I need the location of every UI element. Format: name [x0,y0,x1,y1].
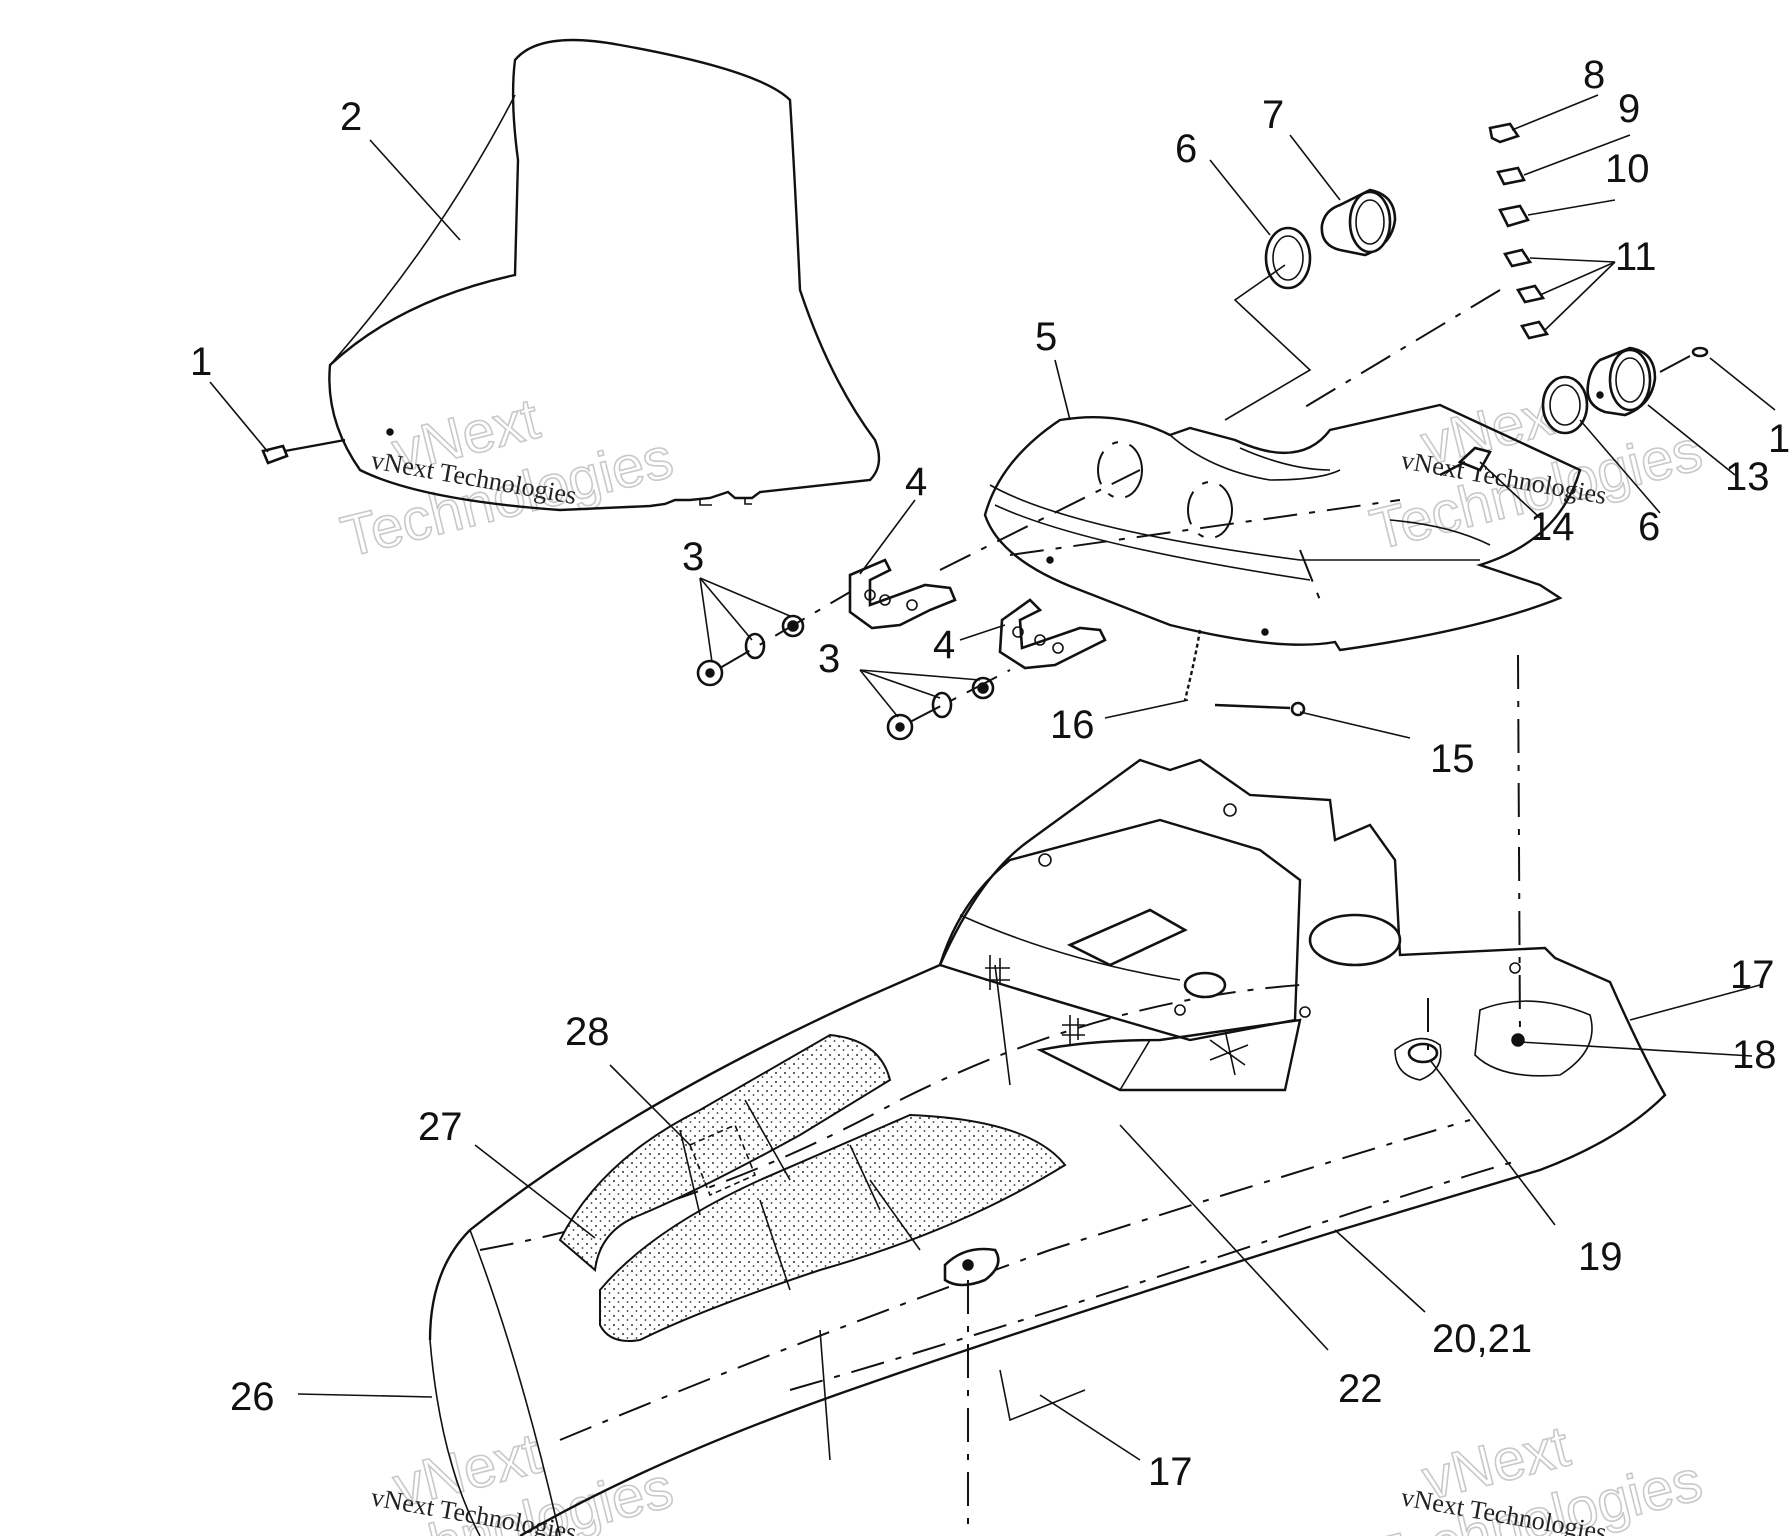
callout-3a: 3 [682,535,704,579]
callout-2: 2 [340,95,362,139]
part-bracket-b [998,598,1107,670]
callout-17b: 17 [1148,1450,1193,1494]
callout-20-21: 20,21 [1432,1317,1532,1361]
part-gauge-7 [1320,188,1397,257]
part-bulbs-11 [1502,248,1550,340]
callout-6a: 6 [1175,127,1197,171]
callout-4a: 4 [905,460,927,504]
part-bezel-ring-6b [1541,375,1589,435]
callout-labels: 1 2 3 3 4 4 5 6 6 7 8 9 10 11 1 13 14 15… [190,53,1790,1494]
callout-14: 14 [1530,505,1575,549]
part-bulb-10 [1498,204,1530,228]
part-spring-16 [1183,629,1202,701]
callout-18: 18 [1732,1033,1777,1077]
callout-4b: 4 [933,623,955,667]
callout-17a: 17 [1730,953,1775,997]
part-hood [428,758,1667,1536]
part-screw-12 [1659,346,1709,373]
part-nuts-set-b [886,669,1011,741]
callout-15: 15 [1430,737,1475,781]
callout-19: 19 [1578,1235,1623,1279]
callout-26: 26 [230,1375,275,1419]
part-windshield [328,38,881,512]
callout-11: 11 [1615,235,1657,279]
callout-13: 13 [1725,455,1770,499]
callout-27: 27 [418,1105,463,1149]
callout-12: 1 [1768,417,1790,461]
decal-group [985,955,1249,1076]
part-bulb-9 [1496,166,1526,186]
callout-8: 8 [1583,53,1605,97]
callout-9: 9 [1618,87,1640,131]
leader-lines [209,94,1776,1461]
callout-1: 1 [190,340,212,384]
part-gauge-13 [1586,346,1657,417]
callout-5: 5 [1035,315,1057,359]
part-bezel-ring-6a [1224,226,1312,421]
callout-6b: 6 [1638,505,1660,549]
callout-10: 10 [1605,147,1650,191]
leader-dash-bulbs [1299,289,1501,411]
part-bulb-8 [1488,122,1521,144]
callout-7: 7 [1262,93,1284,137]
part-instrument-pod [939,403,1582,652]
assembly-lines [967,549,1521,1536]
callout-3b: 3 [818,637,840,681]
callout-22: 22 [1338,1367,1383,1411]
part-screw-1 [261,438,346,465]
callout-28: 28 [565,1010,610,1054]
part-pin-15 [1214,701,1306,717]
part-nuts-set-a [696,591,851,687]
part-bracket-a [848,558,957,630]
callout-16: 16 [1050,703,1095,747]
